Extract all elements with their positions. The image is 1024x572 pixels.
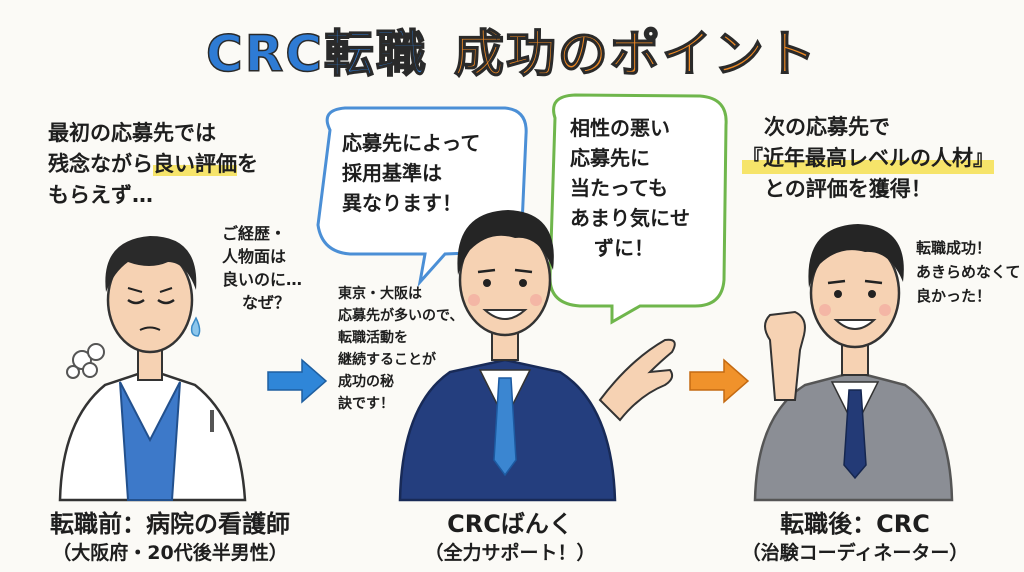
side-note: 東京・大阪は 応募先が多いので、 転職活動を 継続することが 成功の秘 訣です！ (338, 286, 464, 412)
blue-bubble-text: 応募先によって 採用基準は 異なります！ (342, 131, 481, 215)
speech-bubble-green (548, 93, 728, 325)
advisor-illustration (398, 210, 676, 502)
nurse-thought: ご経歴・ 人物面は 良いのに… なぜ？ (222, 224, 303, 312)
title-part2: 成功のポイント (453, 24, 818, 84)
green-bubble-text: 相性の悪い 応募先に 当たっても あまり気にせ ずに！ (570, 116, 690, 260)
highlight-top-talent: 『近年最高レベルの人材』 (742, 143, 994, 174)
page-title: CRC転職成功のポイント (0, 14, 1024, 86)
sigh-puff-icon (66, 343, 105, 379)
arrow-right-orange-icon (689, 358, 750, 404)
center-sub: （全力サポート！） (424, 542, 596, 564)
highlight-good-evaluation: 良い評価 (153, 152, 237, 176)
nurse-illustration (58, 236, 247, 502)
left-sub: （大阪府・20代後半男性） (52, 542, 288, 564)
center-caption: CRCばんく (447, 510, 573, 538)
right-sub: （治験コーディネーター） (741, 542, 969, 564)
right-narration: 次の応募先で 『近年最高レベルの人材』 との評価を獲得！ (742, 115, 994, 201)
right-caption: 転職後：CRC (780, 510, 930, 538)
left-narration: 最初の応募先では 残念ながら良い評価を もらえず… (48, 121, 258, 207)
crc-illustration (753, 224, 954, 502)
crc-thought: 転職成功！ あきらめなくて 良かった！ (916, 239, 1021, 305)
title-part1: CRC転職 (205, 24, 428, 84)
left-caption: 転職前：病院の看護師 (50, 510, 290, 538)
arrow-right-blue-icon (267, 358, 328, 404)
